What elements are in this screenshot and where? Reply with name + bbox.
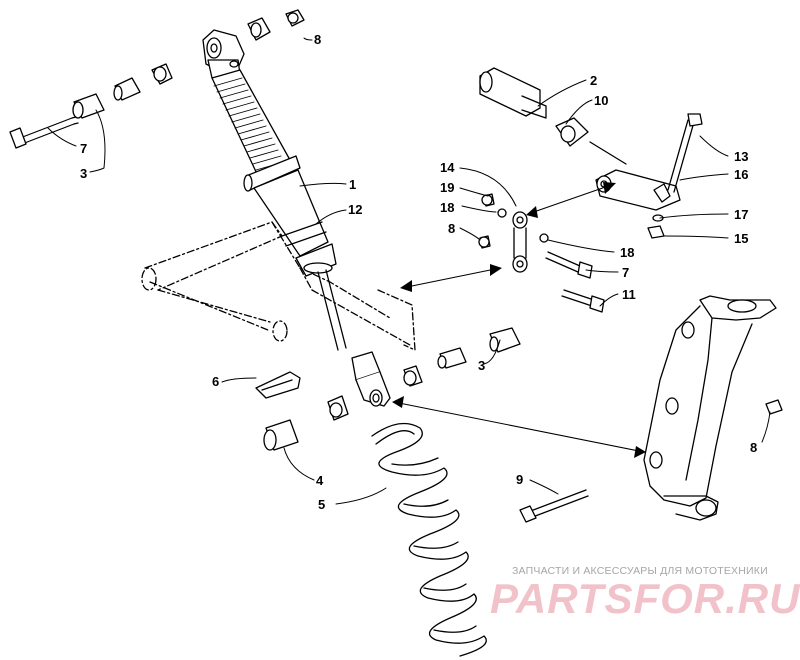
callout: 3 [478, 358, 485, 373]
callout: 5 [318, 497, 325, 512]
arrow-heads [392, 182, 646, 458]
callout: 8 [448, 221, 455, 236]
lower-mount-hardware [255, 327, 521, 451]
a-arm-phantom [141, 221, 416, 351]
callout: 6 [212, 374, 219, 389]
callout: 19 [440, 180, 454, 195]
callout: 9 [516, 472, 523, 487]
callout: 18 [440, 200, 454, 215]
callout: 7 [622, 265, 629, 280]
linkage-rod-assembly [478, 193, 605, 313]
callout: 4 [316, 473, 324, 488]
leader-lines [47, 37, 771, 505]
callout: 16 [734, 167, 748, 182]
bellcrank-assembly [479, 67, 703, 239]
top-mount-hardware [9, 9, 305, 149]
callout: 11 [622, 287, 636, 302]
callout: 10 [594, 93, 608, 108]
spindle-housing [519, 295, 783, 523]
callout: 7 [80, 141, 87, 156]
callout: 2 [590, 73, 597, 88]
shock-absorber [202, 29, 391, 407]
pointer-arrows [393, 183, 645, 453]
callout: 3 [80, 166, 87, 181]
callout: 17 [734, 207, 748, 222]
callout: 13 [734, 149, 748, 164]
callout: 1 [349, 177, 356, 192]
callout-labels: 8 7 3 1 12 2 10 13 16 14 19 18 8 18 7 11… [80, 32, 757, 512]
callout: 8 [750, 440, 757, 455]
callout: 14 [440, 160, 455, 175]
callout: 12 [348, 202, 362, 217]
callout: 15 [734, 231, 748, 246]
watermark-tagline: ЗАПЧАСТИ И АКСЕССУАРЫ ДЛЯ МОТОТЕХНИКИ [512, 565, 768, 577]
watermark-logo: PARTSFOR.RU [490, 575, 800, 622]
callout: 18 [620, 245, 634, 260]
coil-spring [371, 422, 487, 657]
callout: 8 [314, 32, 321, 47]
